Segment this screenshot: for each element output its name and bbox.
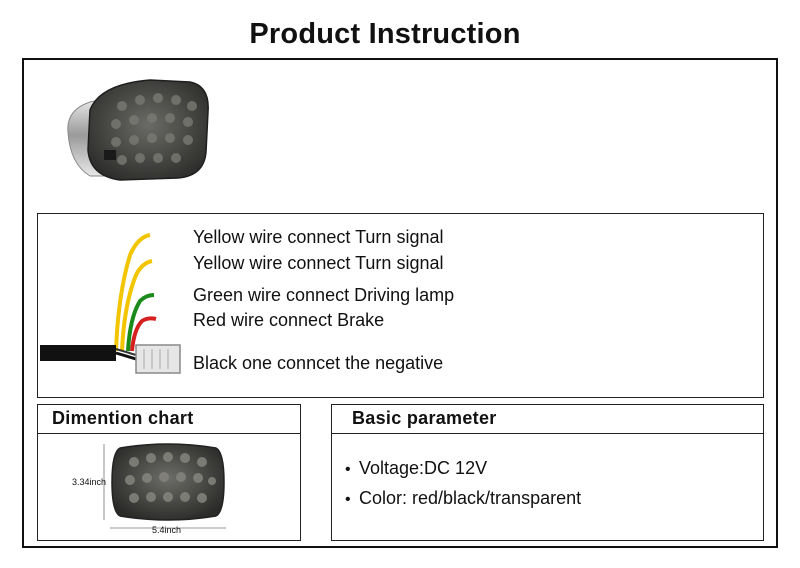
yellow-wire-2 (120, 259, 153, 352)
tail-light-photo (67, 79, 209, 181)
wire-label-yellow-1: Yellow wire connect Turn signal (193, 227, 444, 247)
wiring-diagram-box (37, 213, 764, 398)
dimension-drawing (103, 443, 226, 529)
page-title: Product Instruction (249, 18, 521, 50)
dimension-chart-box: Dimention chart (37, 404, 301, 541)
basic-parameter-header: Basic parameter (332, 405, 763, 434)
height-dimension-label: 3.34inch (72, 477, 107, 487)
basic-parameter-box: Basic parameter (331, 404, 764, 541)
wire-label-green: Green wire connect Driving lamp (193, 285, 455, 305)
red-wire (130, 316, 157, 352)
basic-parameter-heading: Basic parameter (352, 408, 497, 428)
param-color-text: Color: red/black/transparent (359, 488, 582, 508)
instruction-frame (22, 58, 778, 548)
width-dimension-label: 5.4inch (152, 525, 182, 535)
connector-plug (135, 344, 181, 374)
dimension-chart-heading: Dimention chart (52, 408, 194, 428)
bullet-icon: • (345, 491, 351, 508)
wire-label-yellow-2: Yellow wire connect Turn signal (193, 253, 444, 273)
param-voltage: • Voltage:DC 12V (345, 458, 487, 479)
wiring-illustration (40, 233, 181, 374)
bullet-icon: • (345, 461, 351, 478)
dimension-chart-header: Dimention chart (38, 405, 300, 434)
param-voltage-text: Voltage:DC 12V (359, 458, 488, 478)
yellow-wire-1 (114, 233, 151, 352)
param-color: • Color: red/black/transparent (345, 488, 581, 509)
green-wire (126, 293, 155, 352)
wire-label-black: Black one conncet the negative (193, 353, 444, 373)
wire-label-red: Red wire connect Brake (193, 310, 385, 330)
black-cable (40, 345, 116, 361)
